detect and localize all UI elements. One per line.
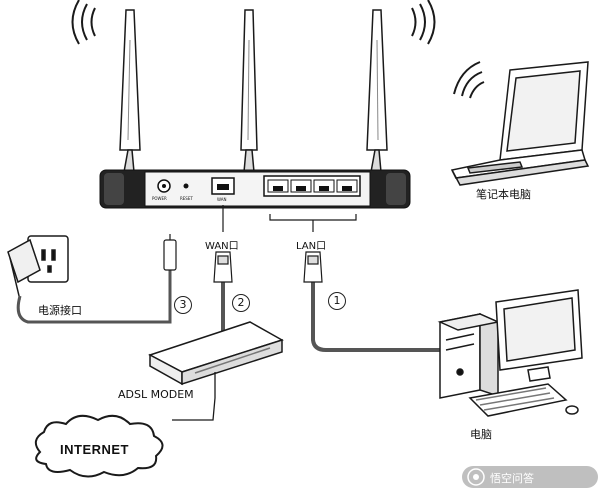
wifi-signal-left-icon bbox=[71, 0, 96, 45]
laptop-label: 笔记本电脑 bbox=[476, 188, 531, 201]
step-1-marker: 1 bbox=[328, 292, 346, 310]
lan-cable bbox=[311, 282, 452, 352]
router bbox=[99, 169, 411, 209]
watermark-logo bbox=[462, 466, 598, 488]
modem-internet-line bbox=[172, 372, 216, 421]
router-wan-label: WAN bbox=[217, 197, 227, 202]
power-cable bbox=[16, 270, 172, 324]
router-power-label: POWER bbox=[152, 196, 167, 201]
pc-label: 电脑 bbox=[470, 428, 492, 441]
router-lan-ports bbox=[263, 175, 361, 197]
internet-label: INTERNET bbox=[60, 442, 129, 457]
desktop-computer bbox=[437, 289, 583, 417]
step-2-marker: 2 bbox=[232, 294, 250, 312]
step-3-marker: 3 bbox=[174, 296, 192, 314]
router-reset-label: RESET bbox=[180, 196, 193, 201]
router-antennas bbox=[119, 9, 388, 173]
laptop bbox=[450, 61, 590, 186]
internet-cloud-icon bbox=[34, 414, 164, 478]
power-port-label: 电源接口 bbox=[38, 304, 82, 317]
wan-port-label: WAN口 bbox=[205, 241, 239, 252]
wifi-signal-right-icon bbox=[411, 0, 436, 45]
wifi-signal-laptop-icon bbox=[453, 61, 485, 99]
power-adapter bbox=[7, 235, 69, 301]
adsl-modem bbox=[148, 321, 284, 386]
wan-cable-plug bbox=[213, 251, 233, 283]
lan-port-label: LAN口 bbox=[296, 241, 327, 252]
watermark-text: 悟空问答 bbox=[490, 472, 534, 485]
modem-label: ADSL MODEM bbox=[118, 388, 194, 401]
lan-cable-plug bbox=[303, 251, 323, 283]
power-plug bbox=[163, 234, 177, 271]
router-reset-button bbox=[183, 183, 189, 189]
